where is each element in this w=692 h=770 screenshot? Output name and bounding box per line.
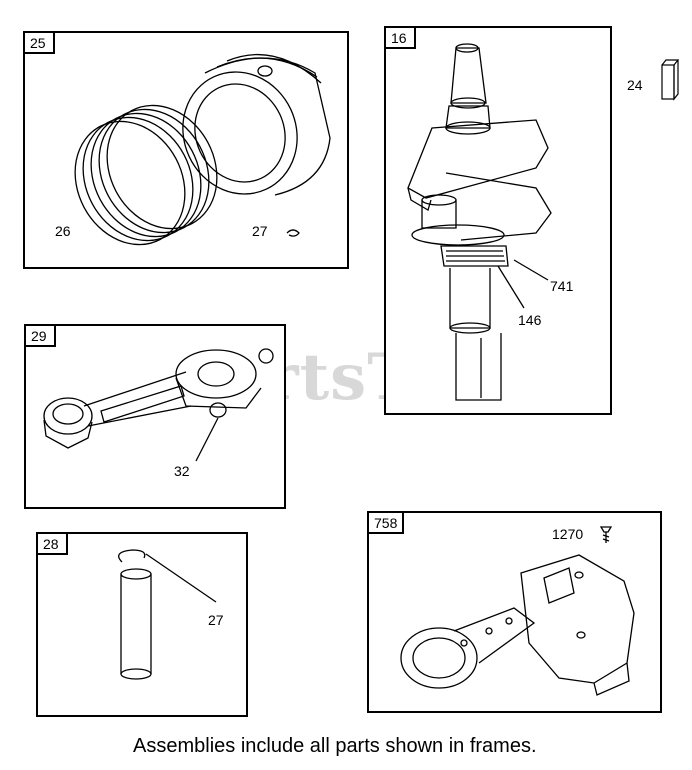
frame-id-connecting-rod: 29 <box>24 324 56 347</box>
housing-illustration <box>400 526 635 696</box>
frame-id-piston: 25 <box>23 31 55 54</box>
piston-illustration <box>74 54 331 246</box>
frame-id-housing: 758 <box>367 511 405 534</box>
callout-dowel: 24 <box>627 77 643 93</box>
footer-note: Assemblies include all parts shown in fr… <box>133 735 537 757</box>
frame-crankshaft-assembly[interactable]: 16 <box>384 26 612 415</box>
frame-housing-assembly[interactable]: 758 1270 <box>367 511 662 713</box>
frame-connecting-rod-assembly[interactable]: 29 32 <box>24 324 286 509</box>
callout-piston-clip: 27 <box>252 223 268 239</box>
piston-pin-illustration <box>118 549 217 680</box>
callout-pin-clip: 27 <box>208 612 224 628</box>
connecting-rod-illustration <box>43 348 274 462</box>
callout-piston-rings: 26 <box>55 223 71 239</box>
frame-id-crankshaft: 16 <box>384 26 416 49</box>
frame-piston-pin-assembly[interactable]: 28 27 <box>36 532 248 717</box>
callout-crank-key: 146 <box>518 312 542 328</box>
callout-rod-bolt: 32 <box>174 463 190 479</box>
crankshaft-illustration <box>407 43 552 401</box>
frame-piston-assembly[interactable]: 25 26 27 <box>23 31 349 269</box>
frame-id-piston-pin: 28 <box>36 532 68 555</box>
callout-housing-screw: 1270 <box>552 526 584 542</box>
callout-crank-gear: 741 <box>550 278 574 294</box>
